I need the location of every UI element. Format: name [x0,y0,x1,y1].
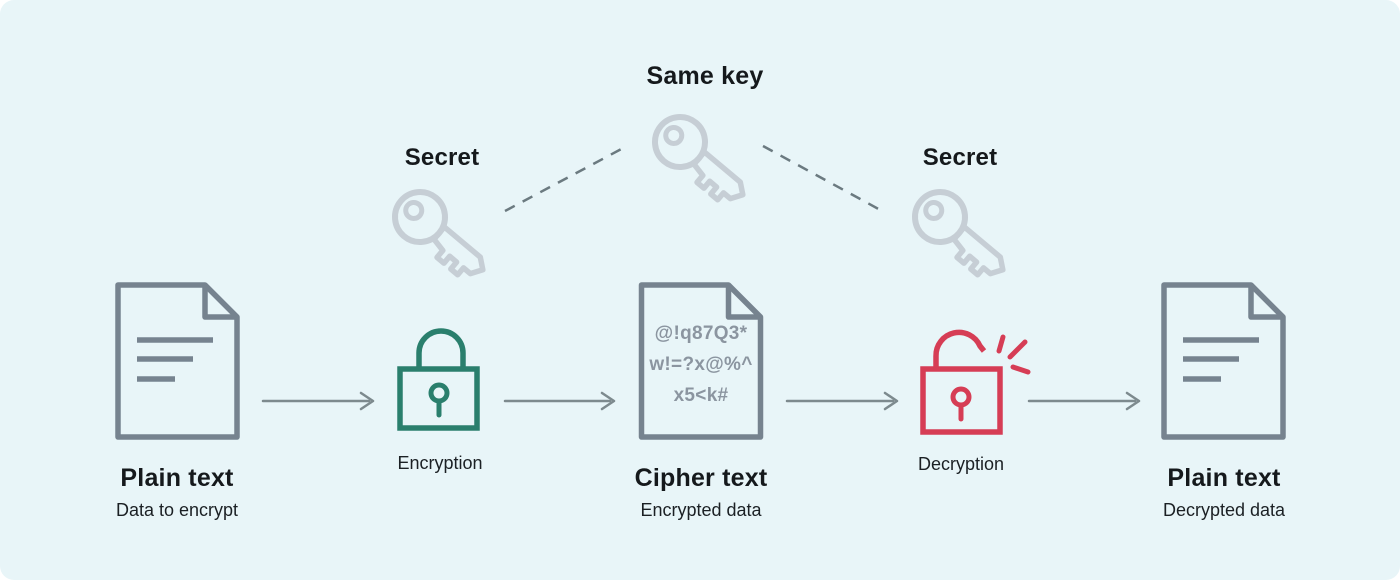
plain-text-left-subtitle: Data to encrypt [115,500,239,520]
cipher-line: x5<k# [673,385,729,406]
plain-text-right-subtitle: Decrypted data [1162,500,1286,520]
plain-text-right-title: Plain text [1167,464,1281,492]
arrow-right-icon [1027,391,1141,411]
arrow-right-icon [503,391,616,411]
key-icon [388,185,518,305]
dashed-connector-right [762,144,885,214]
document-icon [1159,280,1288,442]
decryption-label: Decryption [917,454,1005,474]
plain-text-left-title: Plain text [120,464,234,492]
encryption-label: Encryption [397,453,483,473]
cipher-text-title: Cipher text [634,464,768,492]
cipher-text-subtitle: Encrypted data [640,500,762,520]
same-key-label: Same key [646,62,764,90]
closed-padlock-icon [394,322,484,434]
arrow-right-icon [261,391,375,411]
document-icon [113,280,242,442]
secret-right-label: Secret [922,144,998,171]
arrow-right-icon [785,391,899,411]
cipher-line: @!q87Q3* [654,323,748,344]
open-padlock-icon [916,318,1046,440]
cipher-document-text: @!q87Q3* w!=?x@%^ x5<k# [636,318,766,411]
dashed-connector-left [504,144,628,213]
key-icon [908,185,1038,305]
cipher-line: w!=?x@%^ [649,354,753,375]
secret-left-label: Secret [404,144,480,171]
key-icon [648,110,778,230]
